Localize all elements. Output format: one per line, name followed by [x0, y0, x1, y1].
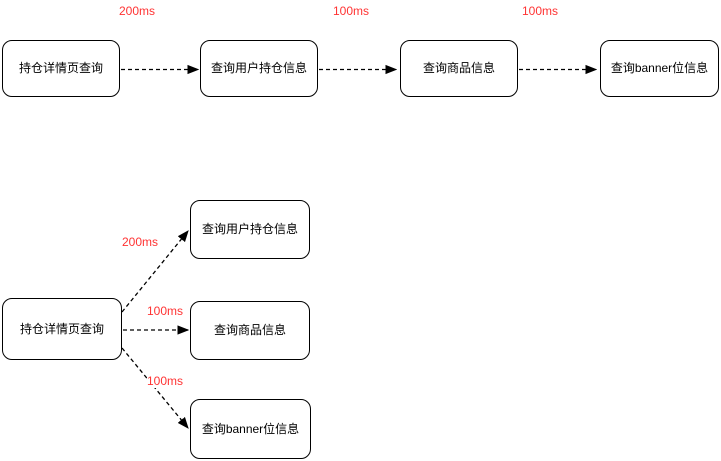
node-label: 查询商品信息	[213, 323, 286, 338]
node-banner-info-top[interactable]: 查询banner位信息	[600, 40, 719, 97]
node-label: 查询用户持仓信息	[201, 222, 298, 237]
node-product-info-top[interactable]: 查询商品信息	[400, 40, 518, 97]
edge-latency-label[interactable]: 100ms	[146, 304, 184, 318]
node-user-position-info-top[interactable]: 查询用户持仓信息	[200, 40, 318, 97]
node-banner-info-bottom[interactable]: 查询banner位信息	[190, 399, 311, 459]
node-label: 持仓详情页查询	[18, 61, 103, 76]
node-product-info-bottom[interactable]: 查询商品信息	[190, 301, 310, 360]
edge-bottom-detail-to-banner[interactable]	[121, 347, 189, 429]
node-label: 持仓详情页查询	[19, 321, 104, 336]
node-label: 查询banner位信息	[201, 421, 300, 436]
node-label: 查询banner位信息	[610, 61, 709, 76]
edge-latency-label[interactable]: 100ms	[521, 4, 559, 18]
edge-latency-label[interactable]: 100ms	[332, 4, 370, 18]
edge-latency-label[interactable]: 200ms	[121, 235, 159, 249]
node-position-detail-query-bottom[interactable]: 持仓详情页查询	[2, 298, 122, 360]
edge-latency-label[interactable]: 200ms	[118, 4, 156, 18]
node-label: 查询商品信息	[422, 61, 495, 76]
node-position-detail-query-top[interactable]: 持仓详情页查询	[2, 40, 120, 97]
node-label: 查询用户持仓信息	[210, 61, 307, 76]
edge-latency-label[interactable]: 100ms	[146, 374, 184, 388]
node-user-position-info-bottom[interactable]: 查询用户持仓信息	[190, 200, 310, 259]
